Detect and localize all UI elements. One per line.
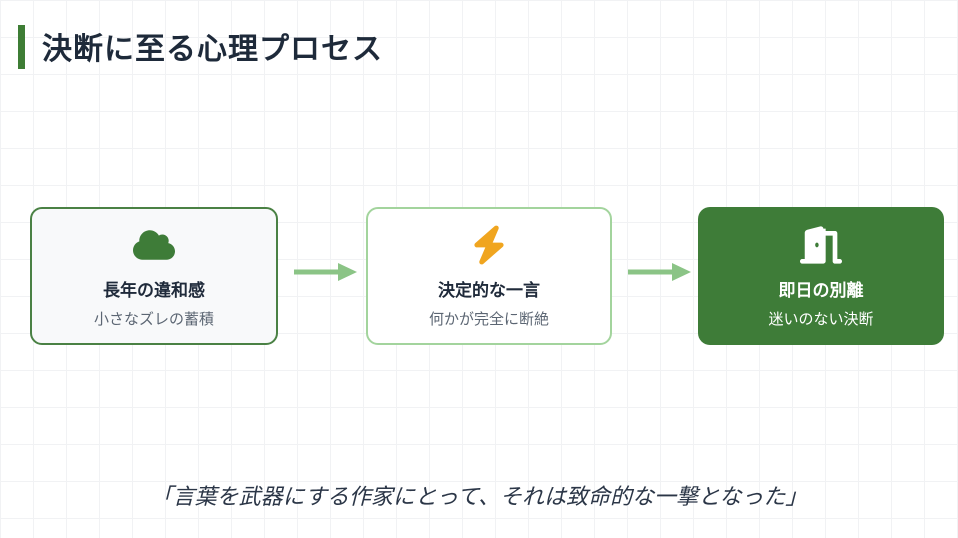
page-title: 決断に至る心理プロセス [42,33,383,66]
bolt-icon [472,224,506,266]
quote-text: 「言葉を武器にする作家にとって、それは致命的な一撃となった」 [150,484,808,509]
step-title: 即日の別離 [778,280,864,300]
door-open-icon [800,224,842,266]
step-card-same-day-separation: 即日の別離 迷いのない決断 [698,207,944,345]
step-title: 決定的な一言 [438,280,540,300]
step-subtitle: 小さなズレの蓄積 [93,310,214,328]
title-accent-bar [18,25,25,69]
arrow-right-icon [294,263,357,281]
step-subtitle: 何かが完全に断絶 [428,310,549,328]
arrow-right-icon [628,263,691,281]
cloud-icon [133,224,175,266]
step-title: 長年の違和感 [103,280,205,300]
step-card-decisive-words: 決定的な一言 何かが完全に断絶 [366,207,612,345]
step-subtitle: 迷いのない決断 [768,310,874,328]
step-card-long-term-discomfort: 長年の違和感 小さなズレの蓄積 [30,207,278,345]
